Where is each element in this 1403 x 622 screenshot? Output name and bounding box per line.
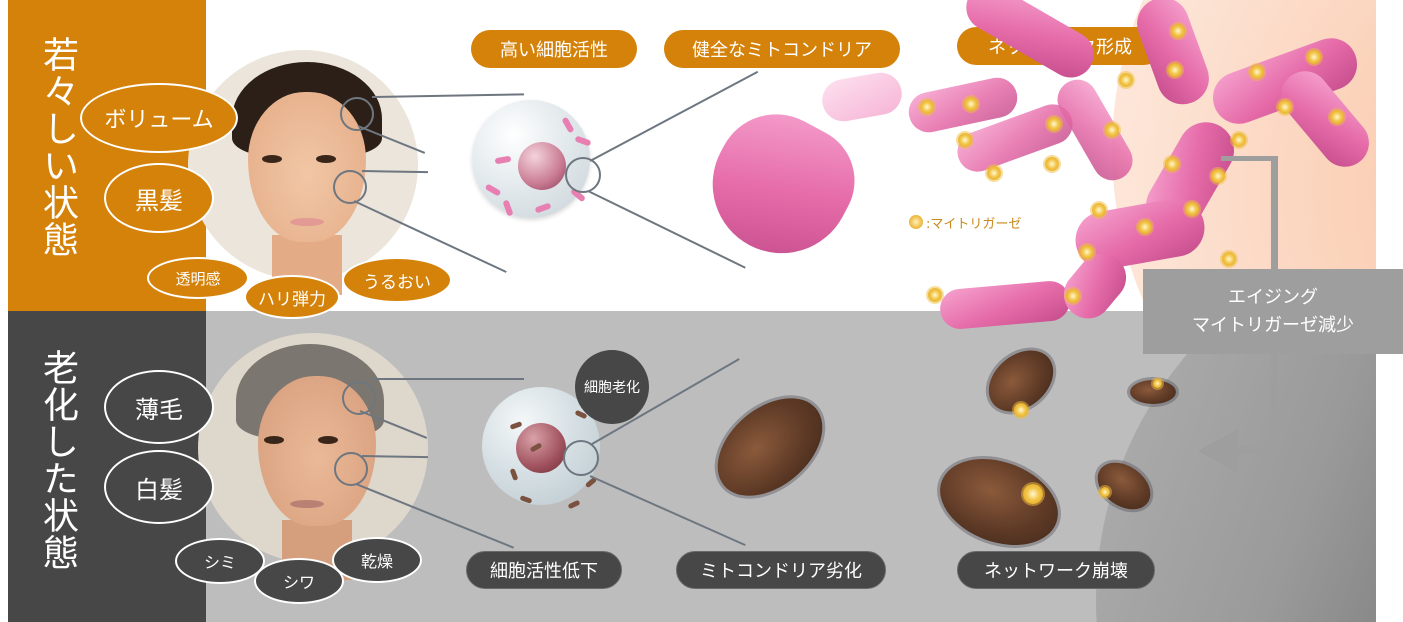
young-right-eye [316,155,336,163]
cell-zoom-ring [565,157,601,193]
mitoligase-dot [920,100,934,114]
label-text: 薄毛 [135,395,183,424]
stage-label-healthy-mitochondria: 健全なミトコンドリア [664,30,900,68]
mitoligase-dot [928,288,942,302]
mitoligase-dot [958,133,972,147]
pill-text: 細胞活性低下 [490,561,598,582]
pill-text: ネットワーク崩壊 [984,561,1128,582]
aged-left-eye [264,436,284,444]
label-text: 透明感 [175,269,221,288]
label-translucency: 透明感 [147,257,249,299]
mitoligase-legend: :マイトリガーゼ [903,204,1058,240]
mitoligase-legend-dot-icon [909,215,923,229]
aged-cheek-zoom-ring [334,452,368,486]
label-moisture: うるおい [342,257,452,303]
label-text: ハリ弾力 [258,289,326,310]
mitoligase-dot [1232,133,1246,147]
aged-state-title: 老化した状態 [37,349,78,571]
mitoligase-dot [964,97,978,111]
label-text: 黒髪 [135,186,183,215]
mitoligase-dot [1165,157,1179,171]
mitoligase-dot [1023,484,1043,504]
mitoligase-dot [1105,123,1119,137]
mitoligase-dot [1211,169,1225,183]
mitoligase-dot [1100,487,1110,497]
label-text: ボリューム [104,108,214,133]
young-left-eye [262,155,282,163]
mitoligase-dot [1092,203,1106,217]
label-thinning-hair: 薄毛 [104,370,214,444]
aged-scalp-zoom-ring [342,381,376,415]
label-dryness: 乾燥 [332,537,422,583]
label-text: 乾燥 [360,552,393,571]
mitoligase-dot [1138,220,1152,234]
pill-text: 高い細胞活性 [500,40,608,61]
stage-label-high-cell-activity: 高い細胞活性 [471,30,637,68]
mitoligase-dot [1278,100,1292,114]
mitoligase-decrease-label: マイトリガーゼ減少 [1192,314,1354,336]
mitoligase-dot [1330,110,1344,124]
label-text: 白髪 [135,475,183,504]
transition-connector-left [1238,447,1278,454]
label-text: シミ [203,553,236,572]
mitoligase-legend-text: :マイトリガーゼ [926,216,1022,232]
mitoligase-dot [1153,379,1162,388]
mitoligase-dot [987,166,1001,180]
mitoligase-dot [1168,63,1182,77]
young-cheek-zoom-ring [333,170,367,204]
aged-right-eye [318,436,338,444]
badge-text: 細胞老化 [584,380,640,396]
label-spots: シミ [175,538,265,584]
young-mouth [290,218,324,226]
transition-connector-vertical [1271,156,1278,269]
young-state-title: 若々しい状態 [37,36,78,258]
pill-text: 健全なミトコンドリア [692,40,872,61]
cell-senescence-badge: 細胞老化 [575,350,649,424]
mitoligase-dot [1047,117,1061,131]
pill-text: ミトコンドリア劣化 [700,561,862,582]
cell-zoom-ring [563,440,599,476]
stage-label-reduced-cell-activity: 細胞活性低下 [466,551,622,589]
mitoligase-dot [1066,289,1080,303]
young-state-bar: 若々しい状態 [8,0,206,311]
healthy-cell-nucleus [518,142,566,190]
mitoligase-dot [1307,50,1321,64]
transition-connector-down [1271,354,1278,454]
arrow-left-icon [1198,429,1238,473]
senescent-cell-nucleus [516,423,566,473]
mitoligase-dot [1045,157,1059,171]
label-volume: ボリューム [80,83,238,153]
label-firmness: ハリ弾力 [244,275,340,319]
mitoligase-dot [1080,245,1094,259]
label-black-hair: 黒髪 [104,163,214,233]
mitoligase-dot [1014,403,1028,417]
connector-line [372,378,524,380]
label-text: シワ [282,573,315,592]
stage-label-network-collapse: ネットワーク崩壊 [957,551,1155,589]
aged-mouth [290,500,324,508]
mitoligase-dot [1222,252,1236,266]
aging-label: エイジング [1228,286,1318,308]
stage-label-mitochondrial-deterioration: ミトコンドリア劣化 [676,551,886,589]
mitoligase-dot [1171,24,1185,38]
transition-connector-top [1221,156,1278,161]
label-gray-hair: 白髪 [104,450,214,524]
mitoligase-dot [1119,73,1133,87]
young-scalp-zoom-ring [340,97,374,131]
mitoligase-dot [1250,65,1264,79]
label-text: うるおい [363,272,431,293]
aging-transition-box: エイジング マイトリガーゼ減少 [1143,269,1403,354]
label-wrinkles: シワ [254,558,344,604]
mitoligase-dot [1185,202,1199,216]
